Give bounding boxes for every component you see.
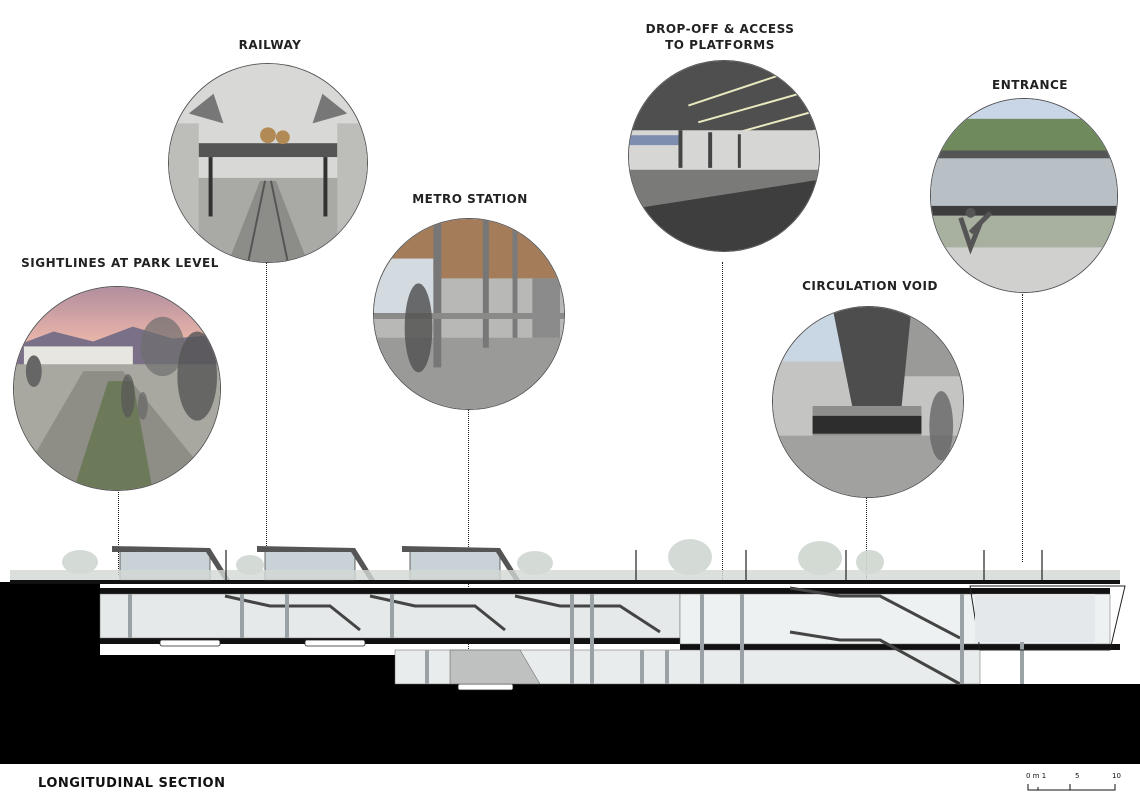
leader-dropoff (722, 262, 723, 582)
section-title: LONGITUDINAL SECTION (38, 776, 226, 791)
label-railway: RAILWAY (238, 38, 302, 52)
scale-label-zero: 0 m 1 (1026, 772, 1047, 780)
leader-void (866, 497, 867, 579)
scale-label-end: 10 (1112, 772, 1121, 780)
scale-bar: 0 m 1 5 10 (1020, 772, 1125, 794)
view-railway-image (168, 63, 368, 263)
leader-railway (266, 262, 267, 580)
label-dropoff-2: TO PLATFORMS (665, 38, 775, 52)
leader-sightlines (118, 490, 119, 575)
label-metro: METRO STATION (412, 192, 528, 206)
view-dropoff-image (628, 60, 820, 252)
label-sightlines: SIGHTLINES AT PARK LEVEL (21, 256, 219, 270)
label-dropoff-1: DROP-OFF & ACCESS (645, 22, 795, 36)
scale-label-mid: 5 (1075, 772, 1080, 780)
label-void: CIRCULATION VOID (802, 279, 938, 293)
leader-entrance (1022, 294, 1023, 562)
leader-metro (468, 408, 469, 683)
label-entrance: ENTRANCE (992, 78, 1068, 92)
